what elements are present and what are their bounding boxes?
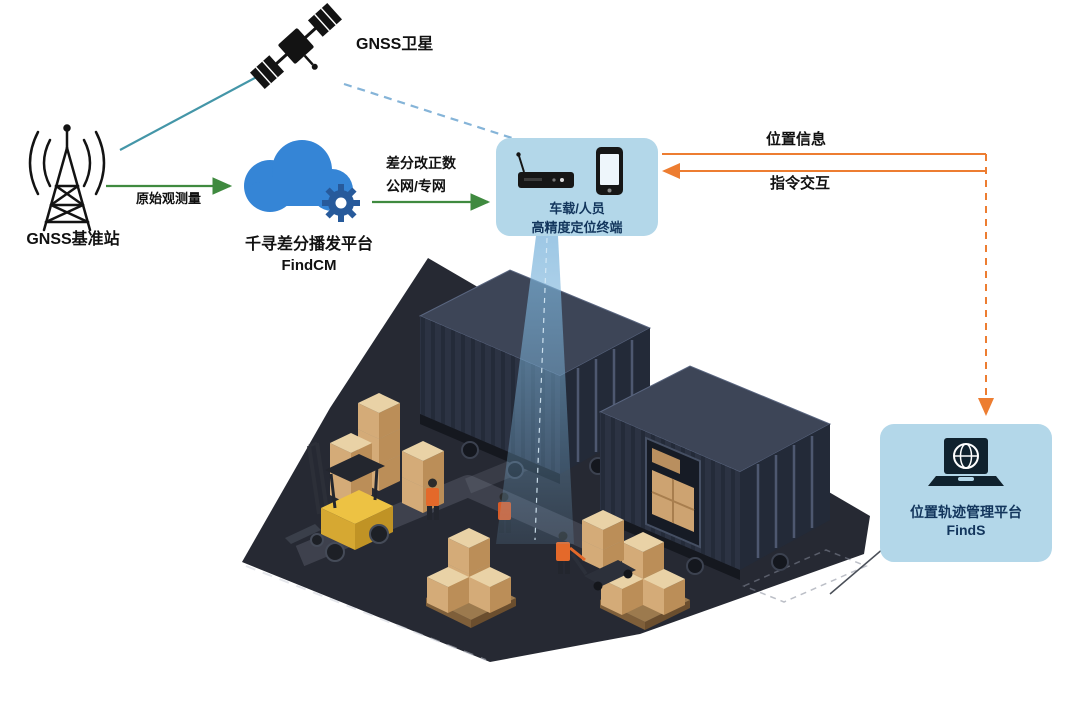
terminal-icons bbox=[516, 147, 623, 195]
network-label: 公网/专网 bbox=[386, 178, 446, 194]
cloud-gear-icon bbox=[244, 140, 360, 222]
receiver-box-icon bbox=[516, 152, 574, 188]
arrow-position-info bbox=[662, 153, 994, 416]
cloud-platform-product-label: FindCM bbox=[281, 257, 337, 274]
platform-panel: 位置轨迹管理平台 FindS bbox=[880, 424, 1052, 562]
command-interaction-label: 指令交互 bbox=[770, 175, 831, 192]
worker-1 bbox=[426, 478, 439, 520]
link-satellite-basestation bbox=[119, 71, 267, 151]
link-satellite-terminal bbox=[343, 82, 513, 140]
platform-product-label: FindS bbox=[946, 522, 986, 538]
satellite-icon bbox=[249, 3, 343, 89]
positioning-beam bbox=[496, 236, 574, 544]
terminal-label-line1: 车载/人员 bbox=[549, 201, 605, 216]
position-info-label: 位置信息 bbox=[766, 131, 827, 148]
terminal-label-line2: 高精度定位终端 bbox=[531, 220, 623, 235]
correction-data-label: 差分改正数 bbox=[386, 155, 456, 171]
forklift bbox=[285, 441, 393, 562]
pallet-truck bbox=[570, 510, 636, 591]
platform-name-label: 位置轨迹管理平台 bbox=[910, 504, 1022, 520]
laptop-globe-icon bbox=[928, 438, 1004, 486]
link-scene-platform bbox=[829, 547, 885, 595]
pallet-stack-c bbox=[600, 532, 690, 630]
radio-tower-icon bbox=[28, 124, 106, 232]
pallet-stack-b bbox=[426, 528, 516, 628]
terminal-panel: 车载/人员 高精度定位终端 bbox=[496, 138, 658, 236]
base-station-label: GNSS基准站 bbox=[26, 231, 120, 248]
cloud-platform-name-label: 千寻差分播发平台 bbox=[244, 236, 373, 253]
satellite-label: GNSS卫星 bbox=[356, 36, 434, 53]
smartphone-icon bbox=[596, 147, 623, 195]
container-2 bbox=[598, 365, 832, 580]
raw-observation-label: 原始观测量 bbox=[136, 191, 202, 206]
